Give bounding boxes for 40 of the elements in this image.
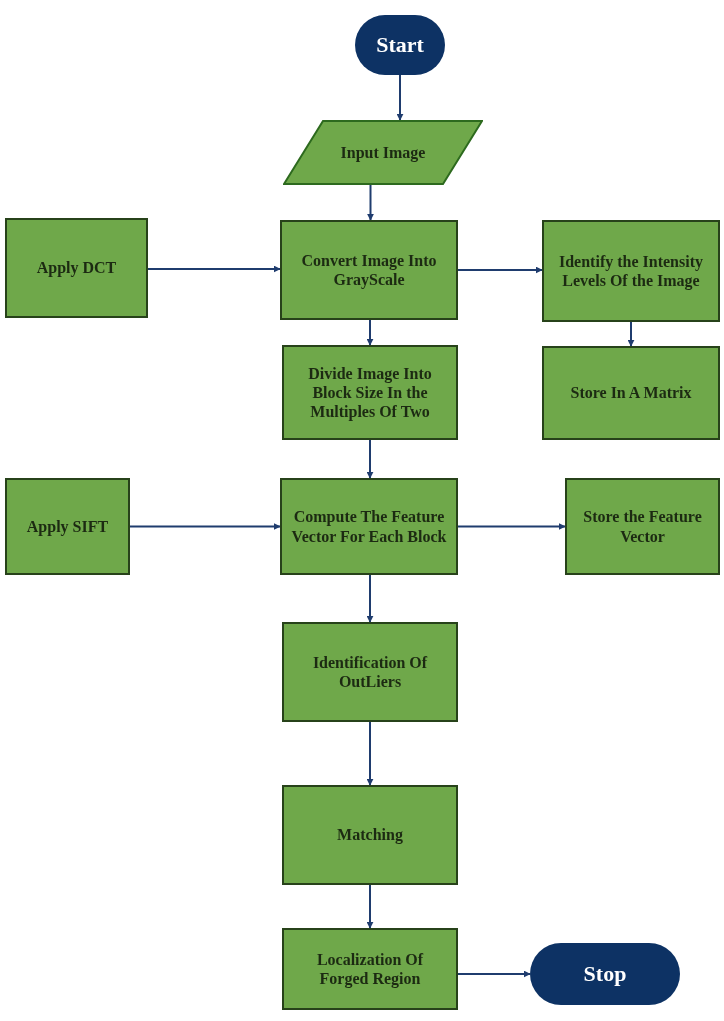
node-label: Divide Image Into Block Size In the Multiples Of Two <box>307 363 433 422</box>
process-box <box>280 220 458 320</box>
arrow <box>367 184 374 221</box>
process-box <box>282 345 458 440</box>
arrow <box>366 721 374 786</box>
node-label: Matching <box>337 825 403 845</box>
arrow <box>457 523 566 530</box>
arrow <box>366 319 374 346</box>
node-label: Convert Image Into GrayScale <box>300 250 438 290</box>
process-box <box>542 220 720 322</box>
arrow <box>366 439 374 479</box>
arrow <box>147 265 281 273</box>
process-box <box>5 218 148 318</box>
node-label: Input Image <box>340 142 426 163</box>
process-box <box>565 478 720 575</box>
arrow <box>366 574 374 623</box>
process-box <box>282 622 458 722</box>
process-box <box>5 478 130 575</box>
node-label: Store In A Matrix <box>570 383 692 403</box>
process-box <box>282 928 458 1010</box>
arrow <box>366 884 374 929</box>
process-box <box>280 478 458 575</box>
arrow <box>396 74 404 121</box>
node-label: Stop <box>583 960 627 988</box>
node-label: Compute The Feature Vector For Each Block <box>290 507 448 546</box>
node-label: Localization Of Forged Region <box>315 949 425 989</box>
arrow <box>129 523 281 530</box>
node-label: Identify the Intensity Levels Of the Image <box>558 251 704 291</box>
process-box <box>282 785 458 885</box>
arrow <box>627 321 635 347</box>
node-label: Store the Feature Vector <box>582 507 703 546</box>
node-label: Identification Of OutLiers <box>311 652 429 692</box>
arrow <box>457 970 531 978</box>
node-label: Apply SIFT <box>26 516 109 537</box>
node-label: Start <box>376 31 424 59</box>
input-parallelogram <box>283 120 483 185</box>
node-label: Apply DCT <box>36 258 117 278</box>
arrow <box>457 266 543 274</box>
process-box <box>542 346 720 440</box>
terminal-pill <box>355 15 445 75</box>
